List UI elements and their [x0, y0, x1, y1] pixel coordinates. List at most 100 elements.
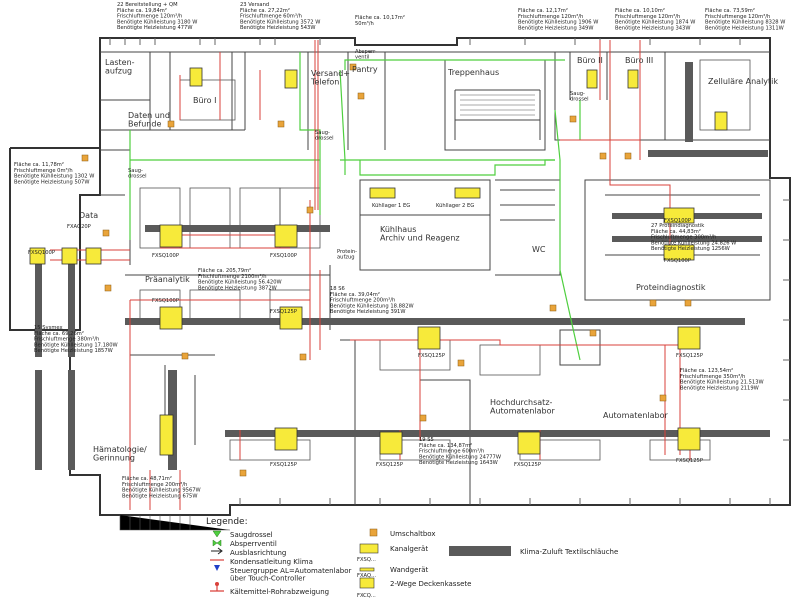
text-line: Gerinnung — [93, 453, 135, 462]
info-line: Benötigte Kühlleistung 56.420W — [198, 280, 282, 286]
info-line: Benötigte Kühlleistung 8328 W — [705, 20, 785, 26]
info-line: Benötigte Heizleistung 3872W — [198, 285, 277, 291]
unit-label: FXSQ125P — [270, 462, 297, 468]
channel-unit — [663, 244, 695, 261]
info-line: Fläche ca. 10,10m² — [615, 8, 665, 14]
saugdrossel-b: Saug- — [128, 168, 143, 174]
info-line: Frischluftmenge 120m³/h — [615, 14, 680, 20]
wall-unit — [627, 69, 639, 89]
ceiling-cassette — [159, 306, 183, 330]
text-line: aufzug — [337, 254, 355, 260]
room-label: Pantry — [352, 65, 378, 74]
ceiling-cassette — [274, 427, 298, 451]
info-line: Fläche ca. 19,84m² — [117, 8, 167, 14]
textile-duct — [225, 430, 770, 437]
room-label: Büro I — [193, 96, 216, 105]
info-line: Frischluftmenge 200m³/h — [122, 482, 187, 488]
room-lastenaufzug: Lasten- — [105, 58, 135, 67]
legend-item-multiline: Steuergruppe AL=Automatenlabor — [230, 567, 352, 575]
info-line: Benötigte Kühlleistung 21.513W — [680, 380, 764, 386]
info-line: Frischluftmenge 120m³/h — [518, 14, 583, 20]
textile-duct — [125, 318, 745, 325]
info-line: Benötigte Heizleistung 675W — [122, 493, 197, 499]
saugdrossel-a: Saug- — [315, 130, 330, 136]
info-line: Fläche ca. 39,04m² — [330, 292, 380, 298]
unit-label: FXAQ20P — [67, 224, 91, 230]
info-line: Fläche ca. 11,78m² — [14, 162, 64, 168]
switch-box — [181, 352, 189, 360]
channel-unit — [369, 187, 396, 199]
info-line: 22 Bereitstellung + QM — [117, 2, 178, 8]
info-line: Benötigte Kühlleistung 24.826 W — [651, 240, 736, 246]
switch-box — [599, 152, 607, 160]
info-line: Fläche ca. 10,17m² — [355, 15, 405, 21]
legend-symbol-saugdrossel — [212, 530, 222, 538]
textile-duct — [648, 150, 768, 157]
info-line: Benötigte Heizleistung 543W — [240, 25, 315, 31]
room-datenbefunde: Daten und — [128, 111, 170, 120]
channel-unit — [85, 247, 102, 265]
info-line: 27 Proteindiagnostik — [651, 223, 704, 229]
room-label: Automatenlabor — [603, 411, 668, 420]
unit-label: FXSQ100P — [664, 218, 691, 224]
info-line: Benötigte Kühlleistung 9567W — [122, 488, 201, 494]
switch-boxes — [81, 63, 692, 477]
legend-title: Legende: — [206, 517, 248, 527]
info-line: Fläche ca. 48,71m² — [122, 476, 172, 482]
switch-box — [104, 284, 112, 292]
switch-box — [239, 469, 247, 477]
switch-box — [569, 115, 577, 123]
unit-label: FXSQ125P — [676, 458, 703, 464]
switch-box — [81, 154, 89, 162]
textile-duct — [685, 62, 693, 142]
info-line: Benötigte Kühlleistung 1906 W — [518, 20, 598, 26]
info-line: Frischluftmenge 120m³/h — [705, 14, 770, 20]
ceiling-cassette — [517, 431, 541, 455]
unit-label: FXSQ125P — [376, 462, 403, 468]
text-line: Automatenlabor — [490, 406, 555, 415]
ceiling-cassette — [417, 326, 441, 350]
room-labels: Lasten-aufzug Büro I Versand+Telefon Pan… — [79, 56, 778, 462]
wall-unit — [189, 67, 203, 87]
switch-box — [419, 414, 427, 422]
channel-unit — [454, 187, 481, 199]
info-line: Frischluftmenge 380m³/h — [34, 337, 99, 343]
info-line: Benötigte Kühlleistung 1302 W — [14, 174, 94, 180]
absperrventil: Absperr- — [355, 49, 377, 55]
saugdrossel-c: Saug- — [570, 91, 585, 97]
info-line: Frischluftmenge 350m³/h — [680, 374, 745, 380]
text-line: drossel — [128, 173, 147, 179]
indoor-units — [29, 67, 728, 456]
text-line: aufzug — [105, 66, 132, 75]
switch-box — [549, 304, 557, 312]
info-line: Benötigte Heizleistung 1256W — [651, 246, 730, 252]
switch-box — [457, 359, 465, 367]
legend-symbol-absperrventil — [212, 539, 222, 547]
switch-box — [299, 353, 307, 361]
ceiling-cassette — [379, 431, 403, 455]
textile-duct — [68, 370, 75, 470]
info-line: Fläche ca. 27,22m² — [240, 8, 290, 14]
info-line: Fläche ca. 69,26m² — [34, 331, 84, 337]
info-line: Fläche ca. 12,17m² — [518, 8, 568, 14]
switch-box — [624, 152, 632, 160]
legend-item: Wandgerät — [390, 566, 429, 574]
info-line: Fläche ca. 44,83m² — [651, 229, 701, 235]
textile-duct — [612, 236, 762, 242]
room-proteinaufzug: Protein- — [337, 249, 357, 255]
text-line: drossel — [315, 135, 334, 141]
legend-item: Ausblasrichtung — [230, 549, 286, 557]
ceiling-cassette — [274, 224, 298, 248]
textile-duct — [35, 370, 42, 470]
walls — [9, 37, 791, 516]
